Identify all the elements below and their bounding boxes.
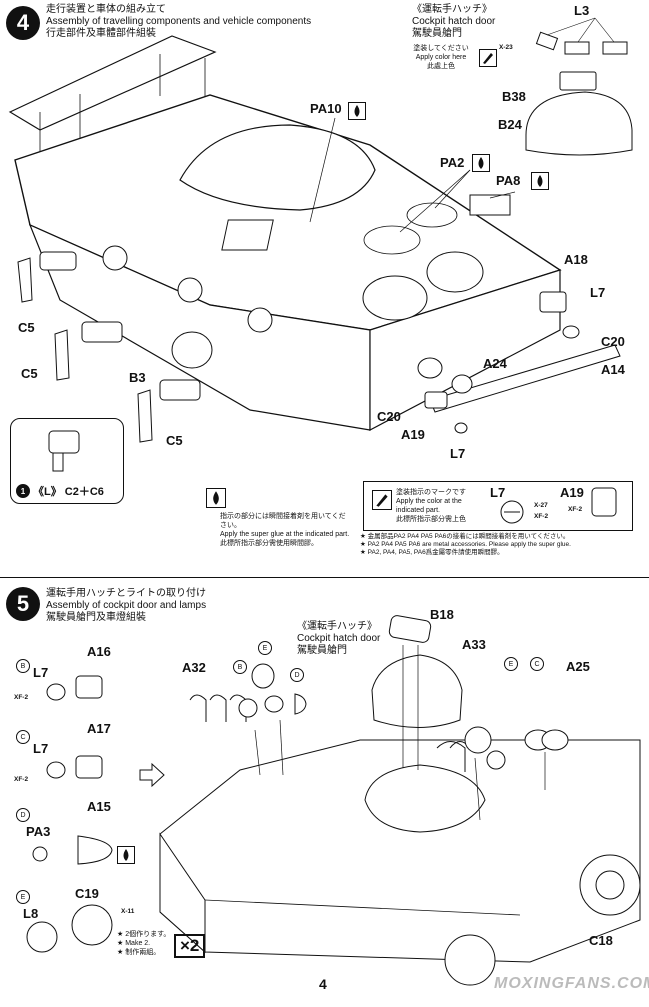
legend-xf2-a: XF-2 — [534, 513, 549, 520]
label-A32: A32 — [182, 660, 206, 675]
inset-note: 1 《L》 C2＋C6 — [16, 483, 104, 499]
step4-hull-drawing — [8, 17, 633, 443]
glue-drop-icon — [472, 154, 490, 172]
label-C5-a: C5 — [18, 320, 35, 335]
label-A15: A15 — [87, 799, 111, 814]
label-A14: A14 — [601, 362, 625, 377]
marker-B: B — [16, 659, 30, 673]
label-L3: L3 — [574, 3, 590, 18]
marker-B: B — [233, 660, 247, 674]
inset-detail — [10, 418, 124, 504]
page-number: 4 — [319, 976, 327, 992]
glue-drop-icon — [206, 488, 226, 508]
step4-title: 走行装置と車体の組み立て Assembly of travelling comp… — [46, 4, 312, 39]
make-note: ★ 2個作ります。 ★ Make 2. ★ 制作兩組。 — [117, 931, 171, 956]
paint-xf2: XF-2 — [14, 694, 29, 701]
label-A17: A17 — [87, 721, 111, 736]
marker-D: D — [16, 808, 30, 822]
label-L7: L7 — [33, 741, 49, 756]
label-C19: C19 — [75, 886, 99, 901]
marker-E: E — [16, 890, 30, 904]
legend-x27: X-27 — [534, 502, 548, 509]
watermark: MOXINGFANS.COM — [494, 975, 649, 992]
paint-code: X-23 — [499, 44, 513, 51]
paint-note: 塗装してください Apply color here 此處上色 — [413, 45, 469, 70]
label-PA3: PA3 — [26, 824, 51, 839]
marker-E: E — [504, 657, 518, 671]
marker-D: D — [290, 668, 304, 682]
glue-drop-icon — [348, 102, 366, 120]
label-B38: B38 — [502, 89, 526, 104]
section-divider — [0, 577, 649, 578]
glue-drop-icon — [117, 846, 135, 864]
step5-title: 運転手用ハッチとライトの取り付け Assembly of cockpit doo… — [46, 588, 207, 623]
marker-C: C — [530, 657, 544, 671]
label-C20-a: C20 — [601, 334, 625, 349]
step4-hatch-title: 《運転手ハッチ》 Cockpit hatch door 駕駛員艙門 — [412, 4, 496, 39]
label-PA8: PA8 — [496, 173, 521, 188]
glue-note: 指示の部分には瞬間接着剤を用いてください。 Apply the super gl… — [220, 513, 350, 547]
legend-xf2-b: XF-2 — [568, 506, 583, 513]
marker-C: C — [16, 730, 30, 744]
label-C5-b: C5 — [21, 366, 38, 381]
label-B24: B24 — [498, 117, 522, 132]
legend-A19: A19 — [560, 485, 584, 500]
label-L7: L7 — [33, 665, 49, 680]
paint-x11: X-11 — [121, 908, 135, 915]
label-L8: L8 — [23, 906, 39, 921]
step-4-badge: 4 — [6, 6, 40, 40]
label-A16: A16 — [87, 644, 111, 659]
paint-brush-icon — [372, 490, 392, 510]
quantity-badge: ×2 — [174, 934, 206, 958]
label-L7-b: L7 — [450, 446, 466, 461]
label-A18: A18 — [564, 252, 588, 267]
label-C20-b: C20 — [377, 409, 401, 424]
label-A24: A24 — [483, 356, 507, 371]
label-A25: A25 — [566, 659, 590, 674]
metal-parts-note: ★ 金属部品PA2 PA4 PA5 PA6の接着には瞬間接着剤を用いてください。… — [360, 533, 571, 556]
label-C5-c: C5 — [166, 433, 183, 448]
step5-hatch-title: 《運転手ハッチ》 Cockpit hatch door 駕駛員艙門 — [297, 621, 381, 656]
legend-text: 塗装指示のマークです Apply the color at the indica… — [396, 489, 466, 523]
paint-legend-box: 塗装指示のマークです Apply the color at the indica… — [363, 481, 633, 531]
label-B18: B18 — [430, 607, 454, 622]
label-PA10: PA10 — [310, 101, 342, 116]
marker-E: E — [258, 641, 272, 655]
label-A19: A19 — [401, 427, 425, 442]
paint-xf2: XF-2 — [14, 776, 29, 783]
label-PA2: PA2 — [440, 155, 465, 170]
label-B3: B3 — [129, 370, 146, 385]
label-L7-a: L7 — [590, 285, 606, 300]
legend-L7: L7 — [490, 485, 506, 500]
label-A33: A33 — [462, 637, 486, 652]
paint-brush-icon — [479, 49, 497, 67]
label-C18: C18 — [589, 933, 613, 948]
step-5-badge: 5 — [6, 587, 40, 621]
glue-drop-icon — [531, 172, 549, 190]
